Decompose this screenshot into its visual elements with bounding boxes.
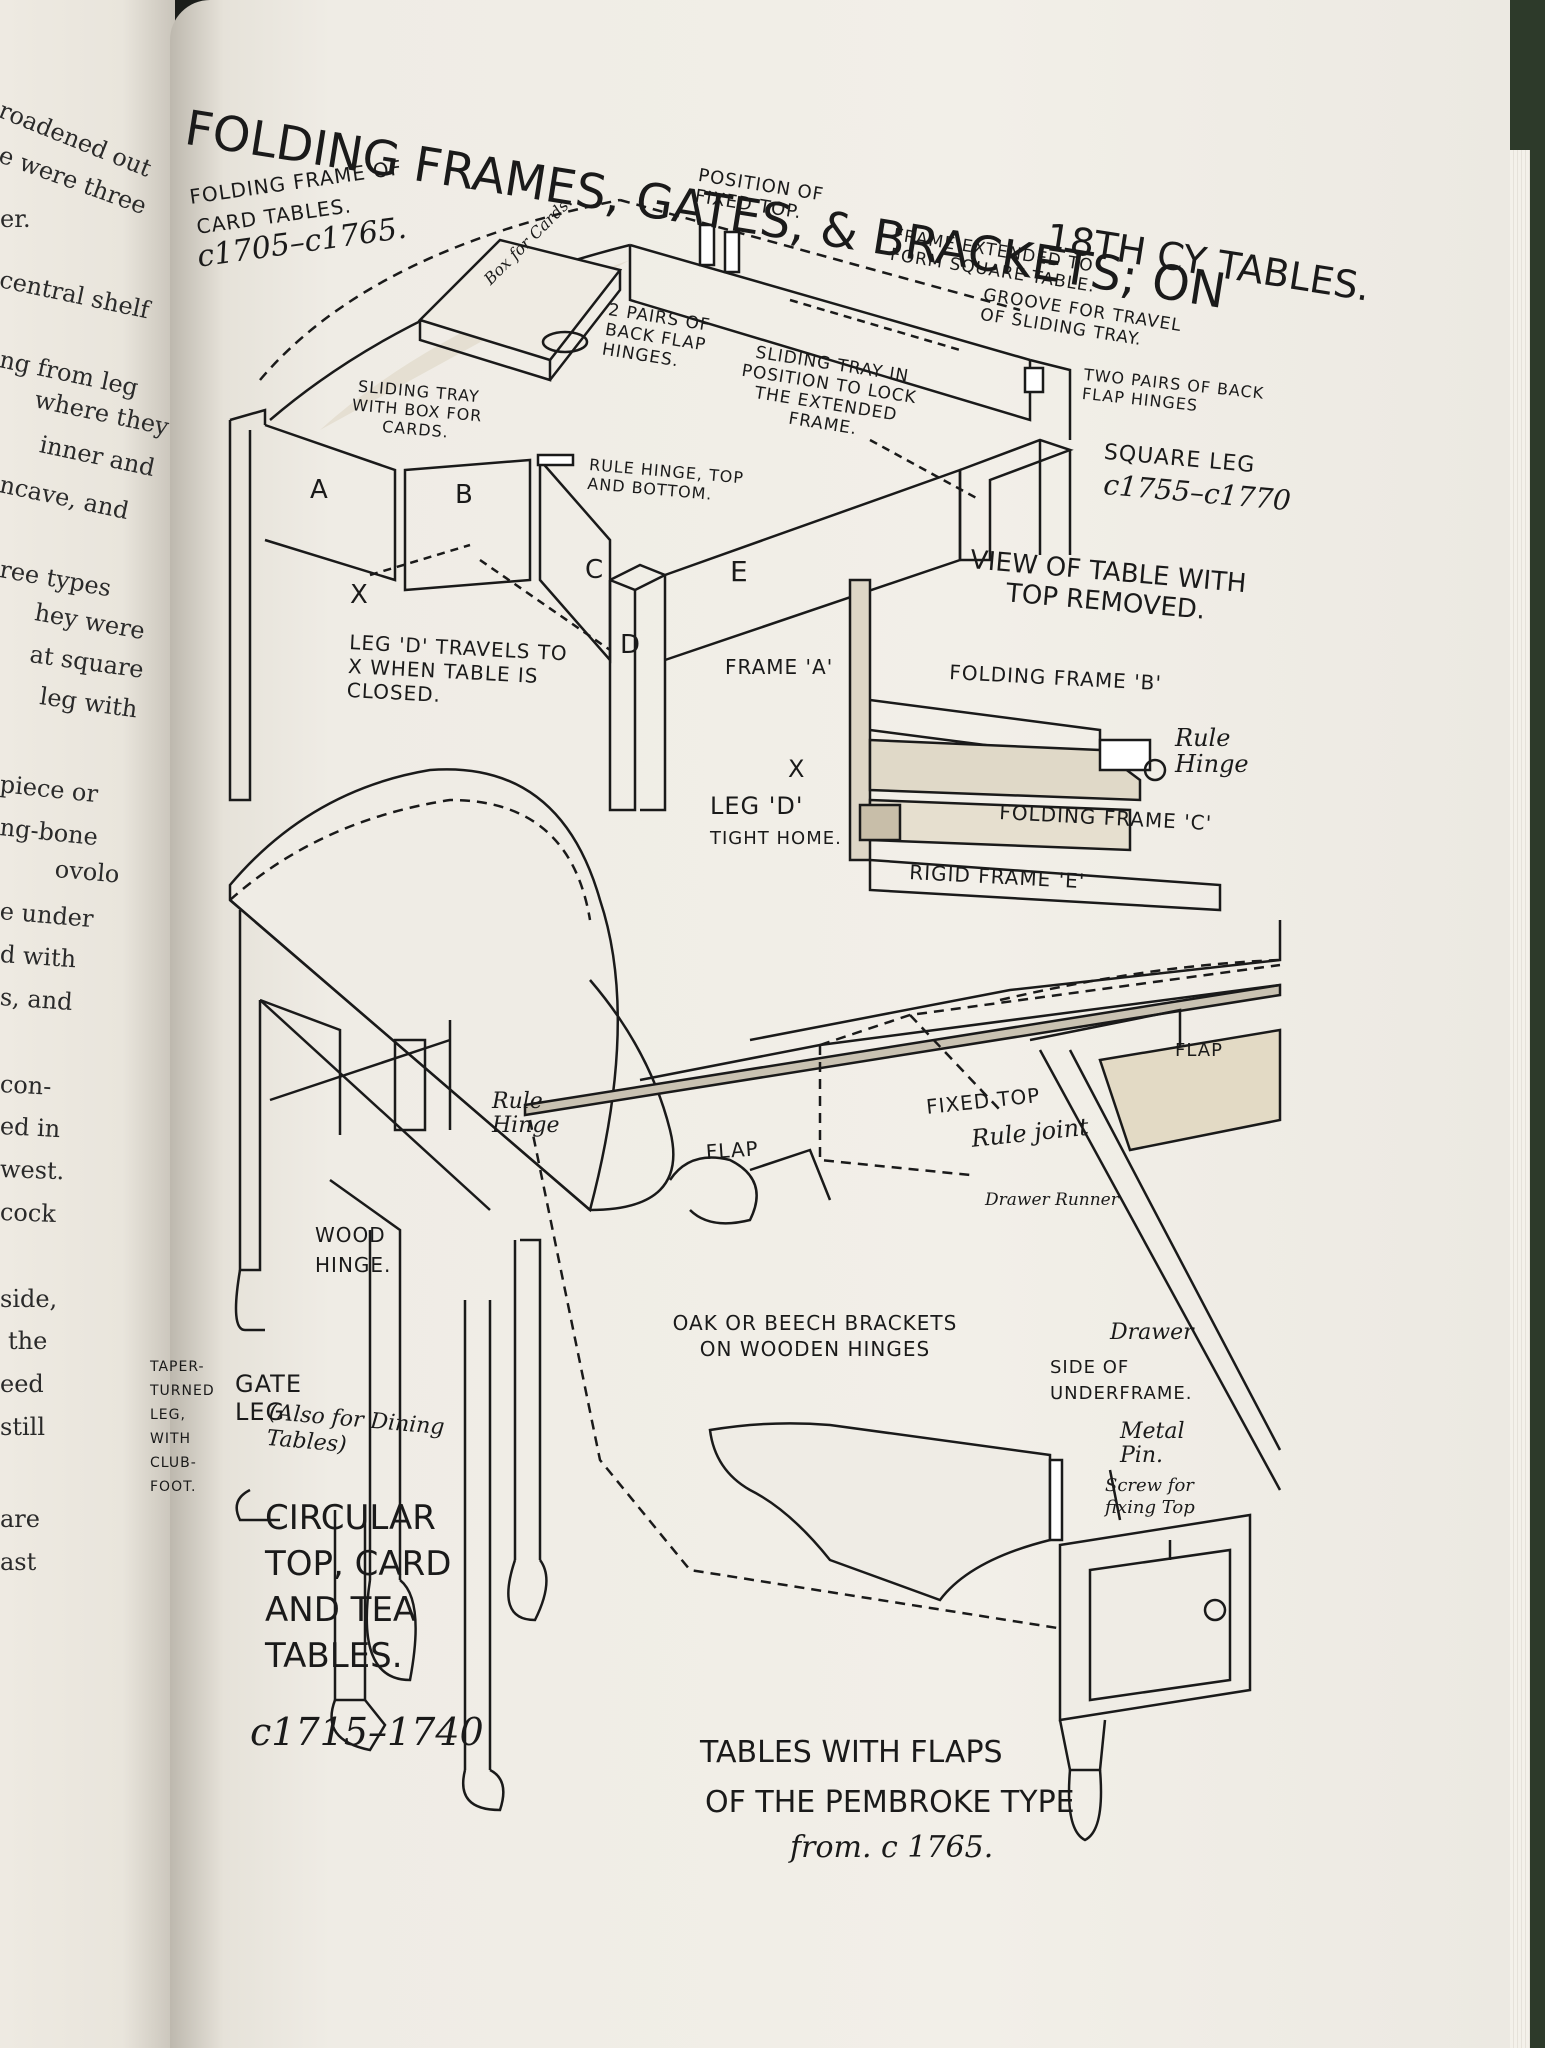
text-fragment: inner and (37, 430, 158, 483)
letter-e: E (730, 555, 749, 588)
circular-caption: CIRCULAR TOP, CARD AND TEA TABLES. (265, 1498, 452, 1676)
flap-left-label: FLAP (705, 1136, 760, 1164)
text-fragment: side, (0, 1285, 58, 1313)
wood-hinge-label: WOOD HINGE. (315, 1223, 392, 1277)
text-fragment: ng-bone (0, 813, 100, 852)
text-fragment: ovolo (53, 855, 121, 889)
taper-turned-leg-label: TAPER- TURNED LEG, WITH CLUB- FOOT. (150, 1359, 215, 1495)
plan-x-mark: X (788, 755, 806, 783)
plan-detail-drawing (848, 578, 1222, 912)
letter-b: B (455, 480, 474, 510)
circular-rule-hinge-label: Rule Hinge (492, 1089, 560, 1138)
tight-home-label: TIGHT HOME. (710, 828, 842, 849)
text-fragment: the (8, 1327, 48, 1355)
text-fragment: ree types (0, 555, 114, 603)
drawer-label: Drawer (1110, 1320, 1194, 1345)
text-fragment: eed (0, 1370, 44, 1398)
screw-fixing-label: Screw for fixing Top (1105, 1475, 1195, 1518)
pembroke-caption-line1: TABLES WITH FLAPS (700, 1735, 1003, 1770)
text-fragment: still (0, 1413, 45, 1441)
illustration-page: FOLDING FRAMES, GATES, & BRACKETS; ON 18… (150, 0, 1510, 2048)
side-underframe-label: SIDE OF UNDERFRAME. (1050, 1357, 1193, 1404)
pembroke-date: from. c 1765. (790, 1830, 994, 1865)
letter-c: C (585, 555, 605, 585)
card-table-drawing (228, 198, 1074, 812)
circular-table-drawing (228, 768, 675, 1812)
text-fragment: d with (0, 940, 78, 974)
text-fragment: ncave, and (0, 470, 132, 526)
letter-x: X (350, 580, 369, 610)
text-fragment: central shelf (0, 265, 152, 325)
circular-date: c1715–1740 (250, 1710, 484, 1754)
plan-rule-hinge-label: Rule Hinge (1175, 724, 1249, 778)
text-fragment: piece or (0, 770, 100, 809)
text-fragment: e under (0, 897, 95, 934)
oak-brackets-label: OAK OR BEECH BRACKETS ON WOODEN HINGES (672, 1311, 958, 1361)
metal-pin-label: Metal Pin. (1120, 1419, 1185, 1468)
text-fragment: con- (0, 1070, 53, 1101)
flap-right-label: FLAP (1175, 1040, 1223, 1061)
frame-a-label: FRAME 'A' (725, 655, 834, 679)
letter-a: A (310, 475, 329, 505)
illustration-drawing (228, 198, 1282, 1842)
gate-leg-label: GATE LEG. (235, 1370, 302, 1426)
text-fragment: west. (0, 1155, 65, 1186)
text-fragment: at square (28, 640, 146, 684)
leg-d-travels-label: LEG 'D' TRAVELS TO X WHEN TABLE IS CLOSE… (346, 630, 569, 707)
text-fragment: leg with (38, 682, 140, 724)
pembroke-caption-line2: OF THE PEMBROKE TYPE (705, 1785, 1075, 1820)
text-fragment: hey were (32, 598, 148, 646)
left-facing-page: roadened out e were three er. central sh… (0, 0, 175, 2048)
text-fragment: ed in (0, 1112, 61, 1144)
text-fragment: cock (0, 1198, 57, 1228)
text-fragment: er. (0, 205, 31, 233)
drawer-runner-label: Drawer Runner (985, 1190, 1119, 1210)
letter-d: D (620, 630, 642, 660)
leg-d-label: LEG 'D' (710, 792, 804, 820)
text-fragment: are (0, 1505, 40, 1533)
pembroke-table-drawing (523, 920, 1282, 1842)
text-fragment: s, and (0, 983, 74, 1017)
text-fragment: ast (0, 1548, 37, 1576)
